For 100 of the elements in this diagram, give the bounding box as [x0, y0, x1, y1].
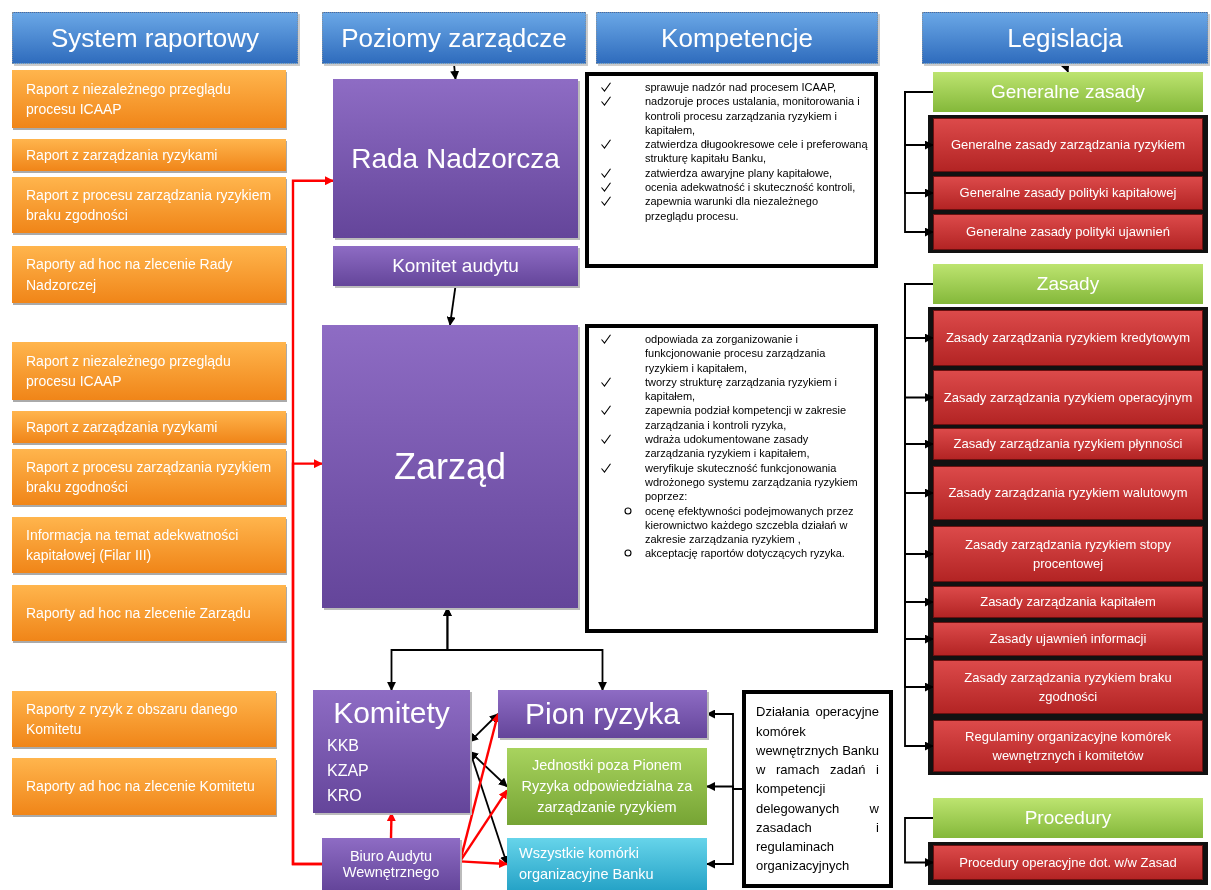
level-box — [333, 79, 578, 238]
level-title: Komitety — [332, 696, 451, 730]
arrow — [469, 713, 499, 743]
arrow — [446, 285, 457, 326]
policy-text: Generalne zasady polityki kapitałowej — [959, 184, 1177, 203]
header-banner — [596, 12, 878, 64]
unit-box — [507, 748, 707, 825]
level-title: Komitet audytu — [392, 255, 519, 277]
policy-box — [933, 466, 1203, 520]
report-box — [12, 342, 286, 400]
category-title: Generalne zasady — [990, 81, 1146, 103]
level-title: Zarząd — [393, 445, 506, 488]
report-box — [12, 246, 286, 303]
policy-text: Zasady zarządzania ryzykiem stopy procentowej — [964, 535, 1172, 573]
policy-box — [933, 526, 1203, 582]
policy-text: Procedury operacyjne dot. w/w Zasad — [959, 853, 1177, 872]
policy-text: Zasady zarządzania ryzykiem kredytowym — [945, 329, 1191, 348]
report-box — [12, 139, 286, 171]
category-bar — [933, 264, 1203, 304]
report-box — [12, 758, 276, 815]
report-text: Raport z zarządzania ryzykami — [26, 145, 219, 165]
policy-box — [933, 845, 1203, 880]
competence-text: akceptację raportów dotyczących ryzyka. — [645, 547, 845, 560]
policy-box — [933, 370, 1203, 425]
competence-text: ocenia adekwatność i skuteczność kontroli, — [645, 181, 856, 194]
report-text: Raport z niezależnego przeglądu procesu ICAAP — [26, 351, 232, 391]
category-title: Procedury — [1024, 807, 1112, 829]
policy-text: Regulaminy organizacyjne komórek wewnętrznych i komitetów — [964, 727, 1172, 765]
policy-box — [933, 622, 1203, 656]
policy-box — [933, 428, 1203, 460]
competence-box — [585, 72, 878, 268]
report-text: Raporty ad hoc na zlecenie Rady Nadzorczej — [26, 255, 234, 295]
level-box — [313, 690, 470, 813]
competence-box — [585, 324, 878, 633]
report-text: Raporty ad hoc na zlecenie Zarządu — [26, 603, 252, 623]
arrow — [459, 859, 508, 869]
level-title: Rada Nadzorcza — [351, 142, 560, 175]
policy-box — [933, 720, 1203, 772]
arrow — [904, 817, 934, 867]
policy-box — [933, 310, 1203, 366]
report-box — [12, 517, 286, 573]
note-text: Działania operacyjne komórek wewnętrznych Banku w ramach zadań i kompetencji delegowanych w zasadach i regulaminach organizacyjnych — [756, 703, 879, 876]
policy-box — [933, 586, 1203, 618]
policy-text: Zasady zarządzania ryzykiem operacyjnym — [943, 388, 1193, 407]
report-text: Raport z niezależnego przeglądu procesu ICAAP — [26, 79, 232, 119]
policy-box — [933, 660, 1203, 714]
report-box — [12, 411, 286, 443]
unit-box — [507, 838, 707, 890]
report-box — [12, 449, 286, 505]
policy-text: Zasady zarządzania ryzykiem płynności — [953, 435, 1183, 454]
competence-text: weryfikuje skuteczność funkcjonowania wdrożonego systemu zarządzania ryzykiem poprzez: — [645, 461, 858, 503]
category-bar — [933, 798, 1203, 838]
header-title: System raportowy — [50, 22, 260, 54]
report-box — [12, 585, 286, 641]
policy-text: Generalne zasady polityki ujawnień — [966, 223, 1170, 242]
note-box — [742, 690, 893, 888]
committee-code: KZAP — [326, 760, 370, 781]
header-title: Legislacja — [1007, 22, 1123, 54]
policy-box — [933, 214, 1203, 250]
unit-text: Wszystkie komórki organizacyjne Banku — [519, 844, 655, 884]
competence-text: sprawuje nadzór nad procesem ICAAP, — [645, 81, 837, 93]
committee-code: KKB — [326, 736, 360, 756]
committee-code: KRO — [326, 785, 363, 806]
competence-text: zatwierdza awaryjne plany kapitałowe, — [645, 166, 833, 179]
category-bar — [933, 72, 1203, 112]
report-text: Raport z zarządzania ryzykami — [26, 417, 219, 437]
level-title: Pion ryzyka — [524, 697, 681, 731]
report-text: Raporty ad hoc na zlecenie Komitetu — [26, 777, 256, 797]
header-banner — [322, 12, 586, 64]
report-box — [12, 177, 286, 233]
report-text: Raporty z ryzyk z obszaru danego Komitetu — [26, 699, 239, 739]
arrow — [459, 789, 508, 863]
header-banner — [922, 12, 1208, 64]
policy-text: Zasady zarządzania ryzykiem braku zgodności — [963, 668, 1173, 706]
policy-text: Zasady ujawnień informacji — [989, 630, 1147, 649]
report-text: Raport z procesu zarządzania ryzykiem braku zgodności — [26, 457, 272, 497]
arrow — [386, 812, 396, 839]
report-text: Informacja na temat adekwatności kapitałowej (Filar III) — [26, 525, 240, 565]
arrow — [442, 607, 607, 691]
level-title: Biuro Audytu Wewnętrznego — [341, 848, 441, 880]
policy-text: Generalne zasady zarządzania ryzykiem — [950, 136, 1186, 155]
level-box — [322, 325, 578, 608]
level-box — [498, 690, 707, 738]
report-text: Raport z procesu zarządzania ryzykiem braku zgodności — [26, 185, 272, 225]
unit-text: Jednostki poza Pionem Ryzyka odpowiedzialna za zarządzanie ryzykiem — [520, 755, 694, 817]
arrow — [291, 459, 323, 866]
header-banner — [12, 12, 298, 64]
arrow — [706, 788, 743, 869]
report-box — [12, 70, 286, 128]
arrow — [904, 91, 934, 237]
policy-text: Zasady zarządzania kapitałem — [980, 593, 1156, 612]
header-title: Poziomy zarządcze — [341, 22, 567, 54]
competence-text: zapewnia warunki dla niezależnego przeglądu procesu. — [645, 195, 819, 222]
category-title: Zasady — [1036, 273, 1100, 295]
header-title: Kompetencje — [661, 22, 813, 54]
policy-box — [933, 176, 1203, 210]
policy-text: Zasady zarządzania ryzykiem walutowym — [948, 484, 1188, 503]
arrow — [450, 63, 460, 80]
level-box — [322, 838, 460, 890]
policy-box — [933, 118, 1203, 172]
